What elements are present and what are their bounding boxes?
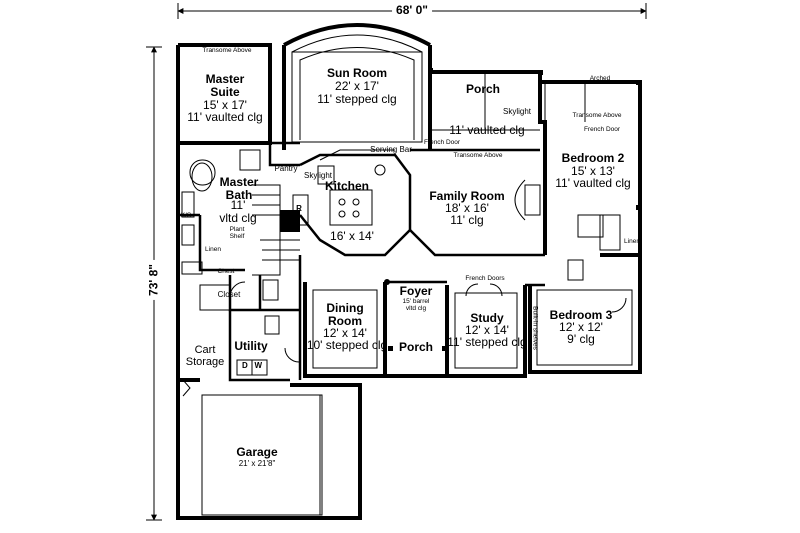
dining-room-ceiling: 10' stepped clg <box>306 338 388 352</box>
foyer-name: Foyer <box>399 284 433 298</box>
bedroom3-size: 12' x 12' <box>559 320 603 334</box>
bedroom2-ceiling: 11' vaulted clg <box>555 176 631 190</box>
sun-room-ceiling: 11' stepped clg <box>317 92 397 106</box>
foyer-ceiling: 15' barrel vltd clg <box>402 298 430 313</box>
rear-porch-skylight: Skylight <box>502 107 532 116</box>
master-bath-name: Master Bath <box>219 175 259 202</box>
dining-room-size: 12' x 14' <box>323 326 367 340</box>
bedroom2-arched: Arched <box>589 75 611 82</box>
master-suite-size: 15' x 17' <box>203 98 247 112</box>
master-bath-ceiling: 11' vltd clg <box>219 198 257 225</box>
closet-label: Closet <box>217 290 241 299</box>
rear-porch-ceiling: 11' vaulted clg <box>449 123 525 137</box>
dining-room-name: Dining Room <box>326 301 364 328</box>
family-transome: Transome Above <box>453 152 503 159</box>
cart-storage-name: Cart Storage <box>185 344 225 368</box>
exterior-walls <box>176 43 642 520</box>
master-suite-transome: Transome Above <box>202 47 252 54</box>
kitchen-skylight: Skylight <box>303 171 333 180</box>
garage-size: 21' x 21'8" <box>238 459 276 468</box>
built-in-shelves: Built-in shelves <box>531 306 539 350</box>
pantry-label: Pantry <box>274 164 298 173</box>
refrigerator-label: R <box>296 204 302 213</box>
overall-width-label: 68' 0" <box>392 4 432 17</box>
bedroom3-ceiling: 9' clg <box>567 332 595 346</box>
door-swings <box>182 281 627 397</box>
rear-porch-name: Porch <box>465 82 501 96</box>
washer-dryer-label: D W <box>242 361 262 370</box>
bedroom2-name: Bedroom 2 <box>561 151 625 165</box>
interior-walls <box>178 141 545 382</box>
ks-label: K/S <box>180 212 192 219</box>
garage-name: Garage <box>236 445 278 459</box>
study-ceiling: 11' stepped clg <box>447 335 527 349</box>
serving-bar-label: Serving Bar <box>370 145 412 154</box>
kitchen-name: Kitchen <box>324 179 370 193</box>
chest-label: Chest <box>217 268 235 275</box>
bedroom3-name: Bedroom 3 <box>549 308 613 322</box>
front-porch-name: Porch <box>398 340 434 354</box>
bedroom2-size: 15' x 13' <box>571 164 615 178</box>
bath-linen: Linen <box>205 246 221 253</box>
plant-shelf: Plant Shelf <box>229 226 245 241</box>
bedroom2-linen: Linen <box>624 238 640 245</box>
master-suite-ceiling: 11' vaulted clg <box>187 110 263 124</box>
family-french-door: French Door <box>423 139 461 146</box>
kitchen-size: 16' x 14' <box>330 229 374 243</box>
porch-posts <box>280 68 641 351</box>
sun-room-name: Sun Room <box>327 66 387 80</box>
master-suite-name: Master Suite <box>205 72 245 99</box>
utility-name: Utility <box>234 339 268 353</box>
overall-depth-label: 73' 8" <box>147 260 161 300</box>
sun-room-size: 22' x 17' <box>335 79 379 93</box>
bedroom2-transome: Transome Above <box>572 112 622 119</box>
family-room-name: Family Room <box>429 189 505 203</box>
bedroom2-french-door: French Door <box>583 126 621 133</box>
sun-room-bay <box>283 23 431 47</box>
family-room-size: 18' x 16' <box>445 201 489 215</box>
study-size: 12' x 14' <box>465 323 509 337</box>
study-name: Study <box>470 311 504 325</box>
family-room-ceiling: 11' clg <box>450 213 484 227</box>
study-french-doors: French Doors <box>465 275 505 282</box>
